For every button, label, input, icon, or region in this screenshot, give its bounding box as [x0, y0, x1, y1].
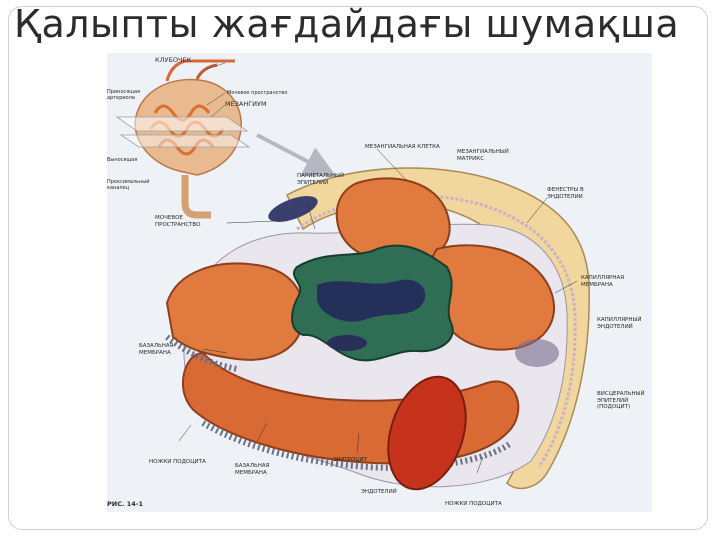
- slide-frame: [8, 6, 708, 530]
- label-inset-urinary-space: Мочевое пространство: [227, 90, 288, 96]
- inset-glomerulus: [115, 59, 337, 219]
- label-urinary-space: МОЧЕВОЕ ПРОСТРАНСТВО: [155, 215, 201, 228]
- label-capillary-endothelium: КАПИЛЛЯРНЫЙ ЭНДОТЕЛИЙ: [597, 317, 642, 330]
- label-inset-efferent: Выносящая: [107, 157, 138, 163]
- glomerulus-illustration: КЛУБОЧЕК Мочевое пространство МЕЗАНГИУМ …: [107, 53, 652, 512]
- label-inset-tubule: Проксимальный каналец: [107, 179, 150, 191]
- label-visceral-epithelium: ВИСЦЕРАЛЬНЫЙ ЭПИТЕЛИЙ (ПОДОЦИТ): [597, 391, 645, 410]
- label-podocyte-foot-bottom: НОЖКИ ПОДОЦИТА: [445, 501, 502, 507]
- label-endothelium: ЭНДОТЕЛИЙ: [361, 489, 397, 495]
- label-capillary-membrane: КАПИЛЛЯРНАЯ МЕМБРАНА: [581, 275, 625, 288]
- glomerulus-section: [165, 148, 590, 491]
- label-mesangial-cell: МЕЗАНГИАЛЬНАЯ КЛЕТКА: [365, 144, 440, 150]
- label-endothelial-fenestrae: ФЕНЕСТРЫ В ЭНДОТЕЛИИ: [547, 187, 584, 200]
- label-inset-mesangium: МЕЗАНГИУМ: [225, 100, 267, 108]
- figure-number: Рис. 14-1: [107, 500, 143, 508]
- label-parietal-epithelium: ПАРИЕТАЛЬНЫЙ ЭПИТЕЛИЙ: [297, 173, 344, 186]
- label-erythrocyte: ЭРИТРОЦИТ: [333, 457, 368, 463]
- slide-title: Қалыпты жағдайдағы шумақша: [14, 2, 680, 46]
- label-podocyte-foot-left: НОЖКИ ПОДОЦИТА: [149, 459, 206, 465]
- glomerulus-drawing: [115, 59, 590, 491]
- label-mesangial-matrix: МЕЗАНГИАЛЬНЫЙ МАТРИКС: [457, 149, 509, 162]
- label-basal-membrane-left: БАЗАЛЬНАЯ МЕМБРАНА: [139, 343, 174, 356]
- label-basal-membrane-bottom: БАЗАЛЬНАЯ МЕМБРАНА: [235, 463, 270, 476]
- label-inset-afferent: Приносящая артериола: [107, 89, 141, 101]
- label-glomerulus: КЛУБОЧЕК: [155, 56, 192, 64]
